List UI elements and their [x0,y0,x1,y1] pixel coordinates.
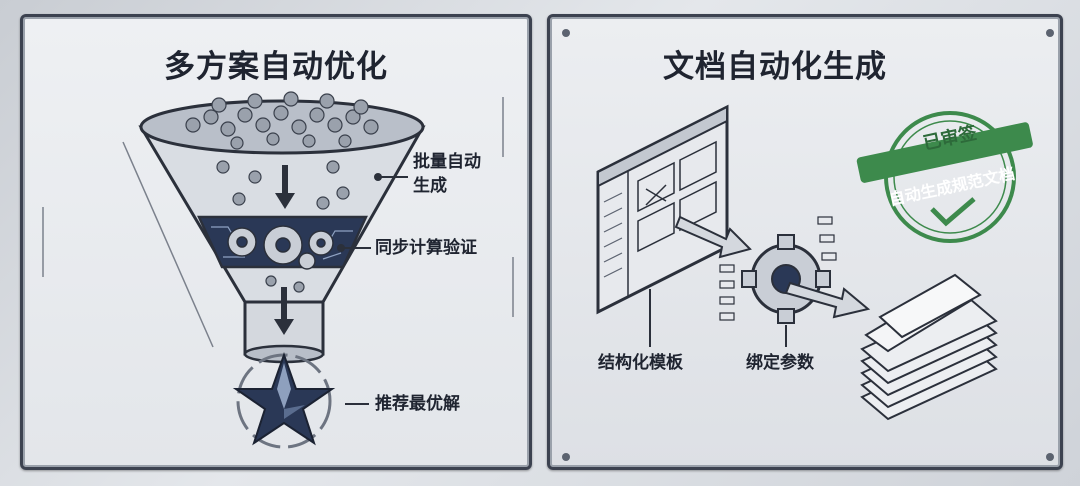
approval-stamp-icon [856,111,1033,243]
arrow-down-icon [274,165,295,335]
document-stack-icon [860,273,998,421]
funnel-illustration [42,91,514,449]
template-window-icon [596,104,729,315]
gear-icon [227,225,334,270]
label-structured-template: 结构化模板 [598,353,683,373]
left-panel-title: 多方案自动优化 [164,49,388,85]
right-panel-title: 文档自动化生成 [663,49,887,85]
label-batch-line1: 批量自动 [413,152,481,172]
gear-icon [741,234,831,324]
label-sync-verify: 同步计算验证 [375,238,477,258]
label-recommend-best: 推荐最优解 [375,394,460,414]
star-icon [232,351,336,449]
right-panel: 文档自动化生成 [547,14,1063,470]
label-batch-line2: 生成 [413,176,447,196]
document-generation-illustration [562,29,1054,461]
left-panel: 多方案自动优化 [20,14,532,470]
label-bind-params: 绑定参数 [746,353,814,373]
